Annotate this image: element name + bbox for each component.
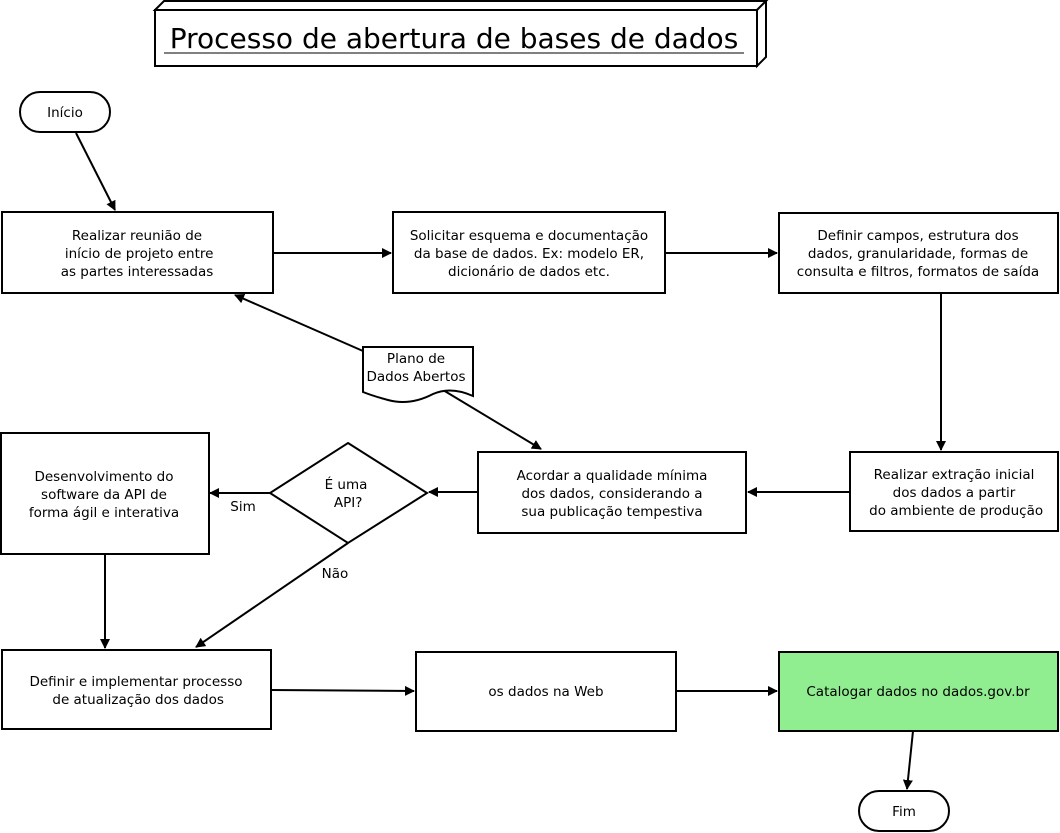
- node-label-web: os dados na Web: [488, 684, 603, 700]
- edge-plano-reuniao: [234, 294, 364, 352]
- start-terminal: Início: [19, 91, 111, 133]
- node-label-line: Dados Abertos: [366, 369, 465, 385]
- node-label-extracao: Realizar extração inicial dos dados a par…: [865, 467, 1043, 519]
- node-label-line: dicionário de dados etc.: [448, 264, 610, 280]
- process-desenvolvimento-api: Desenvolvimento do software da API de form…: [0, 432, 210, 555]
- node-label-line: consulta e filtros, formatos de saída: [797, 264, 1039, 280]
- node-label-acordar: Acordar a qualidade mínima dos dados, con…: [517, 468, 708, 520]
- diagram-title: Processo de abertura de bases de dados: [170, 22, 739, 55]
- title-box: Processo de abertura de bases de dados: [152, 0, 769, 69]
- edge-decisao-atualizacao: [195, 542, 349, 648]
- node-label-line: forma ágil e interativa: [29, 505, 179, 521]
- node-label-line: Catalogar dados no dados.gov.br: [806, 684, 1030, 700]
- process-catalogar: Catalogar dados no dados.gov.br: [778, 651, 1059, 732]
- node-label-line: Definir campos, estrutura dos: [817, 228, 1018, 244]
- edge-catalogar-fim: [902, 730, 914, 790]
- node-label-atualizacao: Definir e implementar processo de atuali…: [29, 674, 242, 708]
- end-terminal: Fim: [858, 790, 950, 832]
- node-label-line: Fim: [892, 804, 916, 820]
- edge-label-nao: Não: [322, 566, 349, 582]
- node-label-line: sua publicação tempestiva: [521, 504, 702, 520]
- node-label-catalogar: Catalogar dados no dados.gov.br: [806, 684, 1030, 700]
- process-solicitar-esquema: Solicitar esquema e documentação da base …: [392, 211, 666, 294]
- node-label-line: É uma: [325, 476, 368, 493]
- node-label-line: Acordar a qualidade mínima: [517, 468, 708, 484]
- node-label-line: Realizar reunião de: [72, 228, 202, 244]
- node-label-definir_campos: Definir campos, estrutura dos dados, gran…: [797, 228, 1039, 280]
- process-atualizacao: Definir e implementar processo de atuali…: [1, 649, 272, 730]
- node-label-line: Plano de: [387, 351, 445, 367]
- edges: [75, 132, 946, 790]
- node-label-plano: Plano de Dados Abertos: [366, 351, 465, 385]
- node-label-decisao: É uma API?: [325, 476, 368, 511]
- node-label-reuniao: Realizar reunião de início de projeto en…: [61, 228, 214, 280]
- node-label-line: da base de dados. Ex: modelo ER,: [414, 246, 644, 262]
- node-label-line: dos dados a partir: [893, 485, 1016, 501]
- process-acordar-qualidade: Acordar a qualidade mínima dos dados, con…: [477, 451, 747, 534]
- edge-atualizacao-web: [270, 685, 415, 696]
- node-label-line: dados, granularidade, formas de: [808, 246, 1028, 262]
- node-label-line: do ambiente de produção: [865, 503, 1043, 519]
- node-label-line: Desenvolvimento do: [34, 469, 173, 485]
- edge-label-sim: Sim: [230, 499, 255, 515]
- node-label-solicitar: Solicitar esquema e documentação da base …: [410, 228, 648, 280]
- edge-plano-acordar: [442, 389, 542, 450]
- node-label-line: Início: [47, 105, 83, 121]
- node-label-line: Definir e implementar processo: [29, 674, 242, 690]
- process-extracao-inicial: Realizar extração inicial dos dados a par…: [849, 451, 1059, 532]
- node-label-line: software da API de: [41, 487, 167, 503]
- node-label-line: de atualização dos dados: [48, 692, 224, 708]
- node-label-line: os dados na Web: [488, 684, 603, 700]
- node-label-inicio: Início: [47, 105, 83, 121]
- decision-e-uma-api: É uma API?: [268, 441, 429, 545]
- node-label-desenvolvimento: Desenvolvimento do software da API de form…: [29, 469, 179, 521]
- edge-inicio-reuniao: [75, 132, 116, 211]
- node-label-line: Realizar extração inicial: [874, 467, 1035, 483]
- node-label-fim: Fim: [892, 804, 916, 820]
- process-definir-campos: Definir campos, estrutura dos dados, gran…: [778, 212, 1059, 294]
- node-label-line: Solicitar esquema e documentação: [410, 228, 648, 244]
- node-label-line: início de projeto entre: [61, 246, 214, 262]
- node-label-line: as partes interessadas: [61, 264, 214, 280]
- node-label-line: API?: [330, 495, 363, 511]
- node-label-line: dos dados, considerando a: [521, 486, 702, 502]
- process-dados-web: os dados na Web: [415, 651, 677, 732]
- document-plano-dados-abertos: Plano de Dados Abertos: [362, 346, 474, 403]
- process-reuniao: Realizar reunião de início de projeto en…: [1, 211, 274, 294]
